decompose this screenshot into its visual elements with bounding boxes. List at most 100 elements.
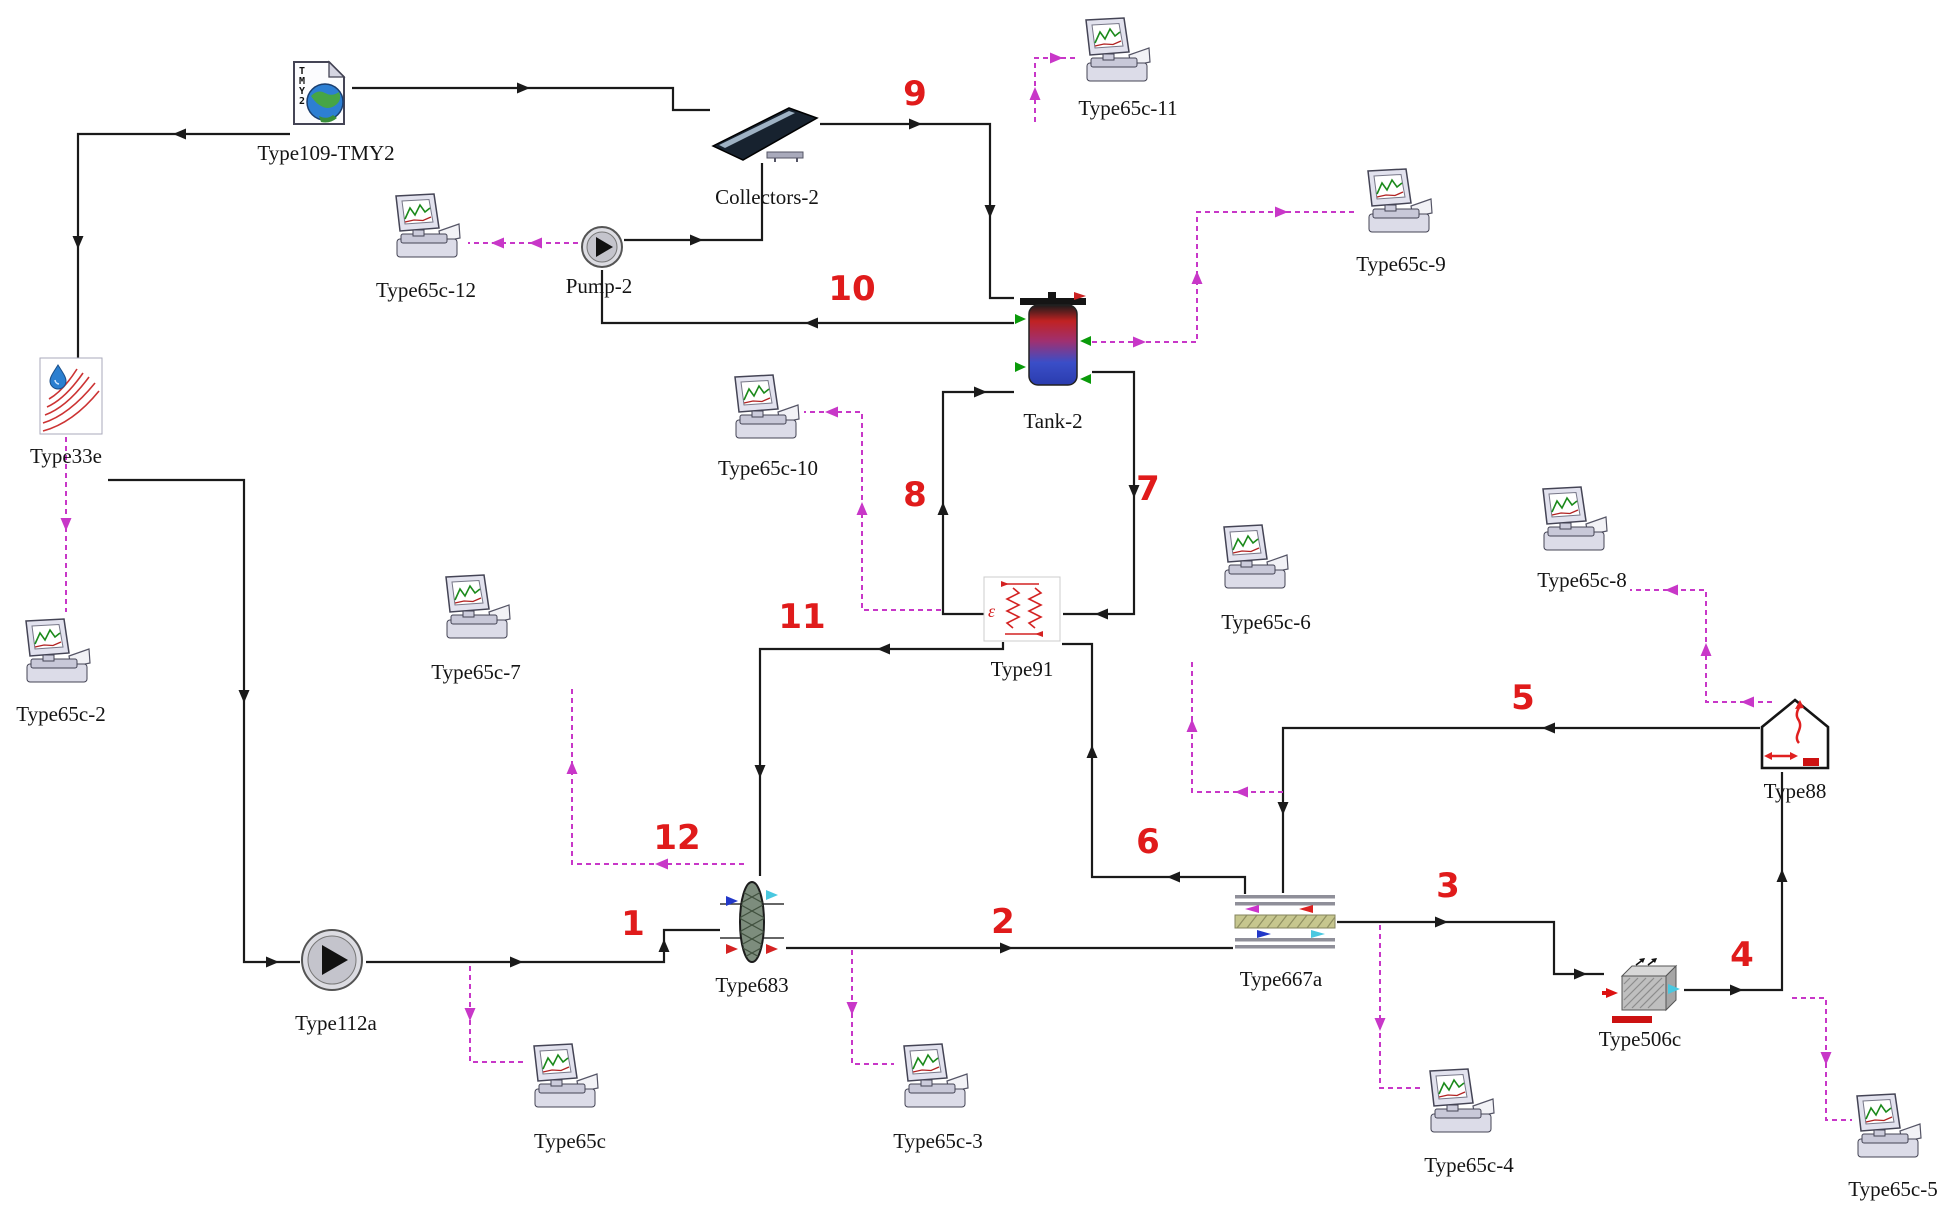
collectors-2-component[interactable] bbox=[709, 104, 821, 162]
svg-text:M: M bbox=[299, 76, 305, 87]
flow-weather-to-collector[interactable] bbox=[352, 82, 710, 112]
type65c-6-component[interactable] bbox=[1217, 524, 1291, 594]
arrow-head bbox=[825, 406, 838, 418]
flow-type506c-to-type88-stream4[interactable] bbox=[1684, 772, 1788, 996]
arrow-head bbox=[1730, 984, 1743, 996]
arrow-head bbox=[1235, 786, 1248, 798]
type65c-component[interactable] bbox=[527, 1043, 601, 1113]
flow-tank-to-pump2-stream10[interactable] bbox=[600, 270, 1014, 329]
svg-text:ε: ε bbox=[988, 601, 996, 621]
type65c-10-label: Type65c-10 bbox=[718, 456, 818, 480]
arrow-head bbox=[491, 237, 504, 249]
info-type88-to-type65c-8[interactable] bbox=[1630, 584, 1772, 708]
plotter-icon bbox=[1217, 524, 1291, 598]
info-type683-to-type65c-7-stream12[interactable] bbox=[566, 688, 745, 870]
arrow-head bbox=[974, 386, 987, 398]
type88-label: Type88 bbox=[1763, 779, 1827, 803]
flow-number-6: 6 bbox=[1136, 822, 1160, 862]
arrow-head bbox=[238, 690, 250, 703]
type65c-6-label: Type65c-6 bbox=[1221, 610, 1311, 634]
type65c-11-label: Type65c-11 bbox=[1078, 96, 1178, 120]
type91-label: Type91 bbox=[990, 657, 1054, 681]
flow-collector-to-tank-stream9[interactable] bbox=[820, 118, 1014, 300]
type667a-label: Type667a bbox=[1239, 967, 1323, 991]
arrow-head bbox=[1435, 916, 1448, 928]
building-icon bbox=[1759, 698, 1831, 775]
arrow-head bbox=[1542, 722, 1555, 734]
type667a-component[interactable] bbox=[1233, 893, 1337, 951]
type65c-4-component[interactable] bbox=[1423, 1068, 1497, 1138]
flow-type91-to-type683-stream11[interactable] bbox=[754, 642, 1005, 876]
arrow-head bbox=[690, 234, 703, 246]
flow-tank-to-type91-stream7[interactable] bbox=[1063, 370, 1140, 620]
info-type112a-to-type65c[interactable] bbox=[464, 966, 525, 1063]
type65c-9-label: Type65c-9 bbox=[1356, 252, 1446, 276]
arrow-head bbox=[1095, 608, 1108, 620]
type65c-11-component[interactable] bbox=[1079, 17, 1153, 87]
arrow-head bbox=[517, 82, 530, 94]
flow-weather-to-type33e[interactable] bbox=[72, 128, 291, 359]
plotter-icon bbox=[1850, 1093, 1924, 1167]
info-type667a-to-type65c-4[interactable] bbox=[1374, 925, 1421, 1089]
info-stream4-to-type65c-5[interactable] bbox=[1792, 997, 1852, 1121]
flow-type683-to-type667a-stream2[interactable] bbox=[786, 942, 1233, 954]
type65c-9-component[interactable] bbox=[1361, 168, 1435, 238]
type88-component[interactable] bbox=[1759, 697, 1831, 771]
tank-2-component[interactable] bbox=[1012, 288, 1094, 392]
plotter-icon bbox=[19, 618, 93, 692]
svg-text:2: 2 bbox=[299, 96, 305, 107]
type65c-2-component[interactable] bbox=[19, 618, 93, 688]
type65c-3-component[interactable] bbox=[897, 1043, 971, 1113]
type506c-label: Type506c bbox=[1598, 1027, 1682, 1051]
pump-large-icon bbox=[300, 929, 364, 996]
arrow-head bbox=[1820, 1052, 1832, 1065]
flow-type33e-to-type112a[interactable] bbox=[108, 478, 300, 968]
type683-component[interactable] bbox=[720, 874, 784, 970]
type33e-label: Type33e bbox=[29, 444, 103, 468]
arrow-head bbox=[655, 858, 668, 870]
type65c-12-component[interactable] bbox=[389, 193, 463, 263]
arrow-head bbox=[846, 1002, 858, 1015]
info-pump2-to-type65c-12[interactable] bbox=[468, 237, 578, 249]
plotter-icon bbox=[389, 193, 463, 267]
arrow-head bbox=[1275, 206, 1288, 218]
collectors-2-label: Collectors-2 bbox=[715, 185, 819, 209]
flow-type667a-to-type91-stream6[interactable] bbox=[1062, 642, 1247, 894]
arrow-head bbox=[566, 761, 578, 774]
arrow-head bbox=[1574, 968, 1587, 980]
flow-type112a-to-type683-stream1[interactable] bbox=[366, 928, 720, 968]
arrow-head bbox=[266, 956, 279, 968]
box-hx-icon bbox=[1602, 958, 1682, 1028]
pump-icon bbox=[580, 226, 624, 273]
type112a-component[interactable] bbox=[300, 928, 364, 992]
type33e-component[interactable] bbox=[39, 357, 103, 435]
plotter-icon bbox=[1536, 486, 1610, 560]
pump-2-component[interactable] bbox=[580, 225, 624, 269]
info-stream9-to-type65c-11[interactable] bbox=[1029, 52, 1077, 123]
type65c-10-component[interactable] bbox=[728, 374, 802, 444]
arrow-head bbox=[1000, 942, 1013, 954]
arrow-head bbox=[1050, 52, 1063, 64]
type506c-component[interactable] bbox=[1602, 958, 1682, 1024]
type65c-5-component[interactable] bbox=[1850, 1093, 1924, 1163]
info-tank-to-type65c-9[interactable] bbox=[1092, 206, 1356, 348]
info-type33e-to-type65c-2[interactable] bbox=[60, 437, 72, 612]
type112a-label: Type112a bbox=[295, 1011, 377, 1035]
flow-pump2-to-collector[interactable] bbox=[624, 163, 764, 246]
type65c-7-component[interactable] bbox=[439, 574, 513, 644]
info-stream5-to-type65c-6[interactable] bbox=[1186, 662, 1284, 798]
flow-type91-to-tank-stream8[interactable] bbox=[937, 386, 1015, 616]
arrow-head bbox=[754, 765, 766, 778]
flow-type667a-to-type506c-stream3[interactable] bbox=[1337, 916, 1604, 980]
type65c-7-label: Type65c-7 bbox=[431, 660, 521, 684]
info-type683-to-type65c-3[interactable] bbox=[846, 950, 895, 1065]
type65c-8-component[interactable] bbox=[1536, 486, 1610, 556]
flow-type88-to-type667a-stream5[interactable] bbox=[1277, 722, 1761, 894]
info-type91-to-type65c-10[interactable] bbox=[804, 406, 941, 611]
heat-exchanger-icon: ε bbox=[983, 576, 1061, 646]
arrow-head bbox=[60, 518, 72, 531]
type91-component[interactable]: ε bbox=[983, 576, 1061, 642]
flow-number-7: 7 bbox=[1136, 469, 1160, 509]
